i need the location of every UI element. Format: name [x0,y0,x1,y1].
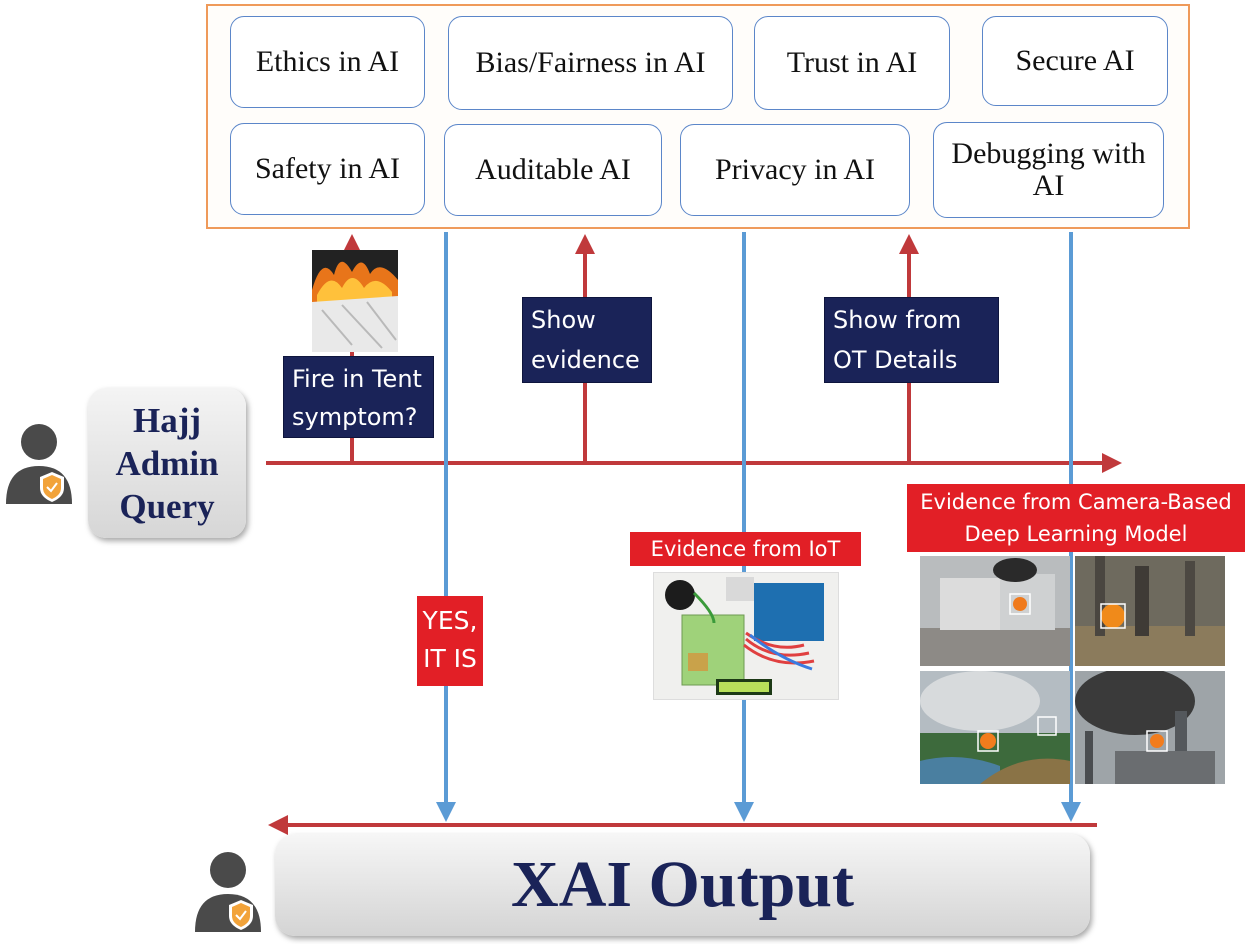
camera-photo-plant [1075,671,1225,784]
topic-bias-fairness: Bias/Fairness in AI [448,16,733,110]
show-evidence-label: Show evidence [522,297,652,383]
topic-debugging: Debugging with AI [933,122,1164,218]
topic-trust: Trust in AI [754,16,950,110]
topic-privacy: Privacy in AI [680,124,910,216]
iot-circuit-photo [653,572,839,700]
camera-photo-building [920,556,1070,666]
admin-query-title: Hajj Admin Query [115,400,219,526]
topic-auditable: Auditable AI [444,124,662,216]
iot-evidence-label: Evidence from IoT [630,532,861,566]
yes-it-is-label: YES, IT IS [417,596,483,686]
fire-tent-photo [312,250,398,352]
camera-evidence-label: Evidence from Camera-Based Deep Learning… [907,484,1245,552]
topic-ethics: Ethics in AI [230,16,425,108]
hajj-admin-query-box: Hajj Admin Query [88,388,246,538]
fire-symptom-question: Fire in Tent symptom? [283,356,434,438]
show-ot-details-label: Show from OT Details [824,297,999,383]
camera-photo-forest [920,671,1070,784]
output-user-shield-icon [195,852,261,932]
topic-safety: Safety in AI [230,123,425,215]
xai-output-box: XAI Output [275,834,1090,936]
admin-user-shield-icon [6,424,72,504]
topic-secure: Secure AI [982,16,1168,106]
camera-photo-refinery [1075,556,1225,666]
xai-output-title: XAI Output [511,848,854,921]
